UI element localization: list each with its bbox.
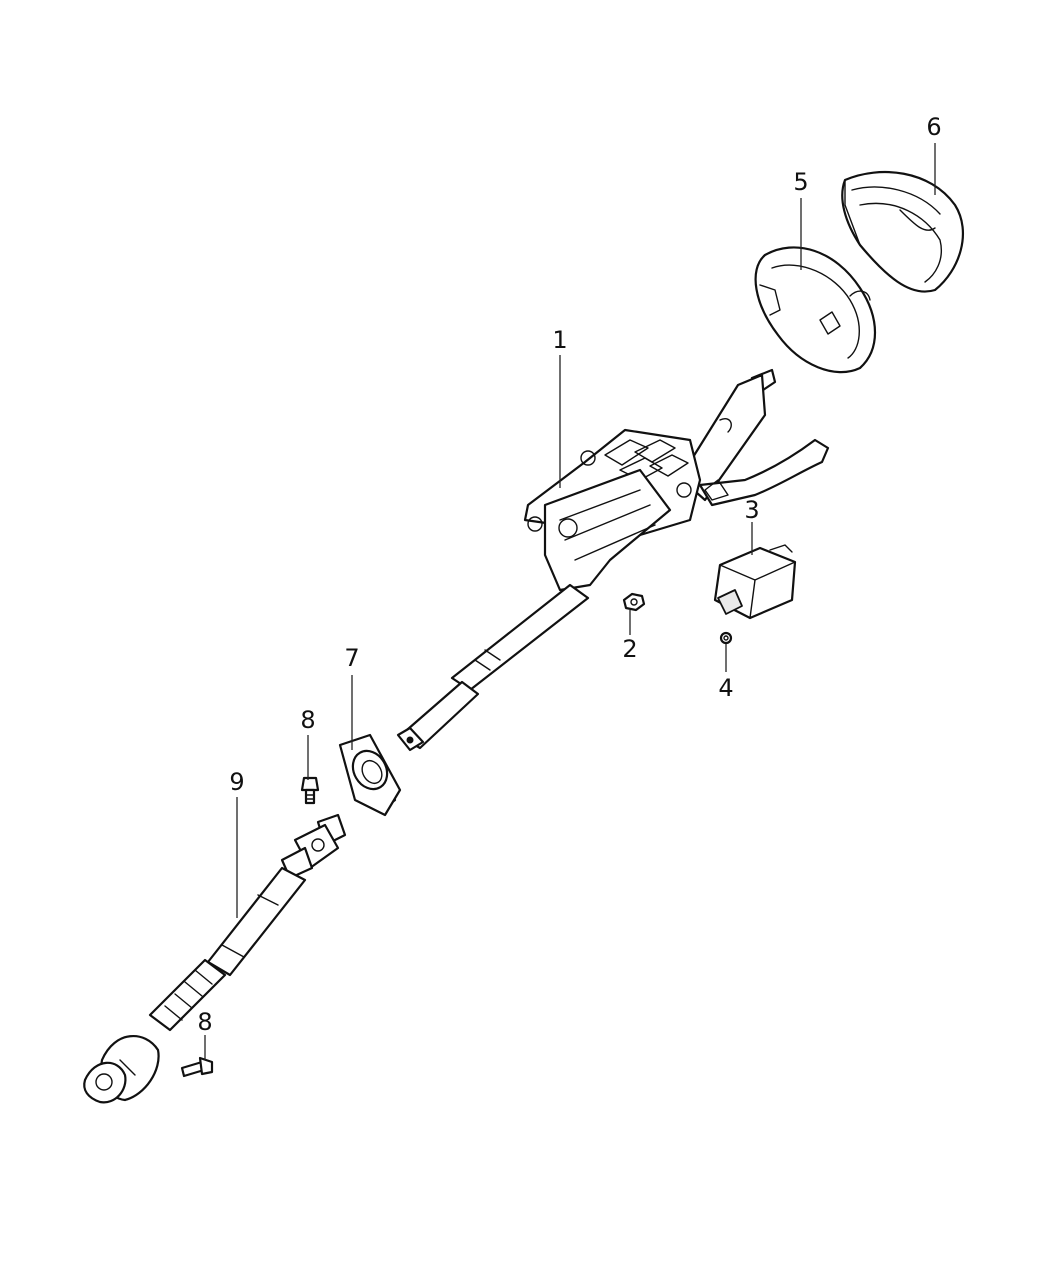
callout-5: 5 bbox=[793, 168, 808, 196]
callout-4: 4 bbox=[718, 674, 733, 702]
callout-9: 9 bbox=[229, 768, 244, 796]
part-4-screw bbox=[719, 631, 733, 645]
callout-8b: 8 bbox=[197, 1008, 212, 1036]
callout-1: 1 bbox=[552, 326, 567, 354]
part-7-dash-seal bbox=[338, 733, 402, 817]
part-8-bolt-lower bbox=[180, 1056, 214, 1078]
callout-7: 7 bbox=[344, 644, 359, 672]
part-5-lower-shroud bbox=[754, 246, 877, 374]
callout-8a: 8 bbox=[300, 706, 315, 734]
callout-2: 2 bbox=[622, 635, 637, 663]
part-6-upper-shroud bbox=[841, 170, 964, 293]
part-3-switch-module bbox=[713, 544, 797, 620]
callout-6: 6 bbox=[926, 113, 941, 141]
part-1-steering-column bbox=[396, 368, 830, 752]
part-9-intermediate-shaft bbox=[83, 813, 347, 1104]
part-2-nut bbox=[622, 592, 646, 612]
part-8-bolt-upper bbox=[300, 776, 320, 805]
callout-3: 3 bbox=[744, 496, 759, 524]
